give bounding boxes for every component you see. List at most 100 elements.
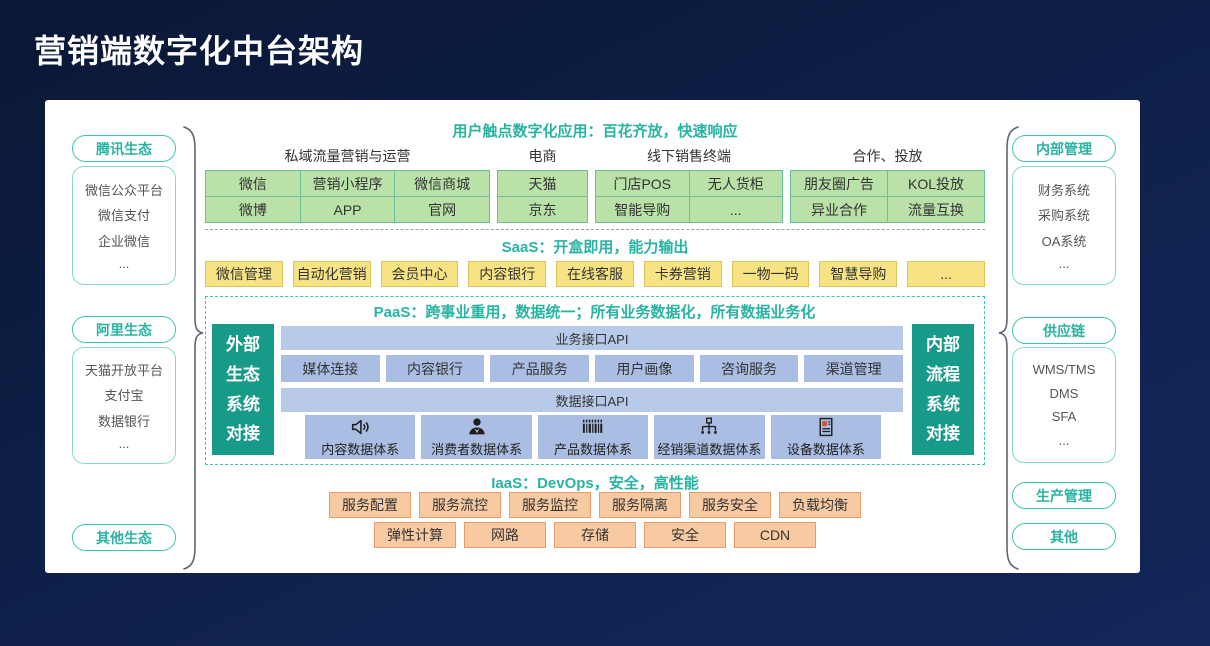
- sitemap-icon: [698, 416, 720, 438]
- ecosystem-item: 支付宝: [104, 388, 144, 404]
- iaas-infra: 弹性计算: [374, 522, 456, 548]
- ecosystem-item: ...: [118, 256, 130, 272]
- connector-label-line: 系统: [926, 394, 960, 414]
- touchpoint-cell: 营销小程序: [300, 171, 395, 196]
- iaas-service: 服务隔离: [599, 492, 681, 518]
- data-system-row: 内容数据体系 消费者数据体系 产品数据体系 经销渠道数据体系 设备数据体系: [305, 415, 882, 459]
- data-api-bar: 数据接口API: [281, 388, 903, 412]
- architecture-canvas: 腾讯生态 微信公众平台微信支付企业微信... 阿里生态 天猫开放平台支付宝数据银…: [45, 100, 1140, 573]
- business-service: 媒体连接: [281, 355, 380, 382]
- business-service: 产品服务: [490, 355, 590, 382]
- pill-tencent-ecosystem: 腾讯生态: [72, 135, 176, 162]
- iaas-infra-row: 弹性计算网路存储安全 CDN: [205, 522, 985, 548]
- supply-chain-item: ...: [1058, 432, 1070, 448]
- connector-label-line: 生态: [226, 364, 260, 384]
- data-system: 经销渠道数据体系: [654, 415, 765, 459]
- internal-management-box: 财务系统采购系统 OA系统...: [1012, 166, 1116, 285]
- supply-chain-item: WMS/TMS: [1032, 362, 1096, 378]
- internal-process-connector: 内部流程系统对接: [912, 324, 974, 455]
- data-system-label: 经销渠道数据体系: [657, 442, 762, 457]
- touchpoint-cell: ...: [689, 197, 782, 222]
- saas-capability: 会员中心: [380, 261, 459, 287]
- connector-label-line: 外部: [226, 335, 260, 354]
- connector-label-line: 对接: [226, 424, 260, 444]
- saas-capability: ...: [907, 261, 986, 287]
- pill-other-ecosystem: 其他生态: [72, 524, 176, 551]
- consumer-icon: [466, 416, 488, 438]
- iaas-service: 负载均衡: [779, 492, 861, 518]
- touchpoint-cell: 智能导购: [596, 197, 689, 222]
- touchpoint-cell: 微信商城: [395, 171, 489, 196]
- pill-other: 其他: [1012, 523, 1116, 550]
- device-icon: [815, 416, 837, 438]
- group-label-offline-terminal: 线下销售终端: [647, 148, 731, 164]
- connector-label-line: 系统: [226, 394, 260, 414]
- iaas-header: IaaS：DevOps，安全，高性能: [491, 475, 699, 492]
- supply-chain-item: SFA: [1051, 409, 1077, 425]
- iaas-service-row: 服务配置服务流控服务监控服务隔离服务安全负载均衡: [205, 492, 985, 518]
- group-label-private-traffic: 私域流量营销与运营: [284, 148, 411, 164]
- data-system: 消费者数据体系: [421, 415, 532, 459]
- iaas-infra: 网路: [464, 522, 546, 548]
- dashed-separator: [205, 229, 985, 230]
- saas-capability: 智慧导购: [819, 261, 898, 287]
- touchpoints-header: 用户触点数字化应用：百花齐放，快速响应: [452, 123, 738, 140]
- business-api-bar: 业务接口API: [281, 326, 903, 350]
- touchpoint-cell: 流量互换: [888, 197, 984, 222]
- group-label-ecommerce: 电商: [528, 148, 557, 164]
- external-ecosystem-connector: 外部生态系统对接: [212, 324, 274, 455]
- pill-internal-management: 内部管理: [1012, 135, 1116, 162]
- business-service: 咨询服务: [699, 355, 799, 382]
- touchpoint-cell: 朋友圈广告: [791, 171, 887, 196]
- ecosystem-item: 天猫开放平台: [84, 363, 163, 379]
- iaas-service: 服务配置: [329, 492, 411, 518]
- saas-header: SaaS：开盒即用，能力输出: [501, 239, 689, 256]
- touchpoint-cell: 异业合作: [791, 197, 887, 222]
- connector-label-line: 内部: [926, 335, 960, 354]
- ecosystem-item: 微信支付: [97, 208, 150, 224]
- data-system-label: 产品数据体系: [554, 442, 633, 457]
- pill-production-management: 生产管理: [1012, 482, 1116, 509]
- saas-capability: 微信管理: [205, 261, 283, 287]
- data-system-label: 设备数据体系: [786, 442, 865, 457]
- touchpoint-cell: 无人货柜: [689, 171, 782, 196]
- ecosystem-item: 企业微信: [97, 233, 150, 249]
- supply-chain-item: DMS: [1049, 385, 1079, 401]
- ecosystem-item: 微信公众平台: [84, 182, 163, 198]
- touchpoint-cell: 京东: [498, 197, 587, 222]
- data-system-label: 消费者数据体系: [431, 442, 523, 457]
- saas-capability: 一物一码: [731, 261, 810, 287]
- saas-capability: 内容银行: [468, 261, 547, 287]
- ecosystem-item: ...: [118, 435, 130, 451]
- ali-ecosystem-box: 天猫开放平台支付宝数据银行...: [72, 347, 176, 464]
- brace-left-icon: [183, 126, 204, 570]
- speaker-icon: [349, 416, 371, 438]
- pill-ali-ecosystem: 阿里生态: [72, 316, 176, 343]
- connector-label-line: 流程: [926, 364, 960, 384]
- iaas-service: 服务监控: [509, 492, 591, 518]
- data-system: 设备数据体系: [770, 415, 882, 459]
- data-system: 产品数据体系: [537, 415, 649, 459]
- touchpoint-group-ecommerce: 天猫京东: [497, 170, 588, 223]
- iaas-infra: 存储: [554, 522, 636, 548]
- iaas-service: 服务安全: [689, 492, 771, 518]
- supply-chain-box: WMS/TMS DMS SFA...: [1012, 347, 1116, 463]
- internal-system-item: 采购系统: [1037, 208, 1090, 224]
- data-system-label: 内容数据体系: [321, 442, 400, 457]
- data-system: 内容数据体系: [305, 415, 416, 459]
- touchpoint-cell: 微信: [206, 171, 300, 196]
- touchpoint-cell: KOL投放: [888, 171, 984, 196]
- iaas-infra: 安全: [644, 522, 726, 548]
- internal-system-item: OA系统: [1041, 233, 1087, 249]
- internal-system-item: ...: [1058, 256, 1070, 272]
- paas-header: PaaS：跨事业重用，数据统一；所有业务数据化，所有数据业务化: [373, 304, 816, 321]
- connector-label-line: 对接: [926, 424, 960, 444]
- internal-system-item: 财务系统: [1037, 182, 1090, 198]
- saas-capability: 在线客服: [556, 261, 634, 287]
- group-label-cooperation: 合作、投放: [852, 148, 923, 164]
- iaas-infra: CDN: [734, 522, 816, 548]
